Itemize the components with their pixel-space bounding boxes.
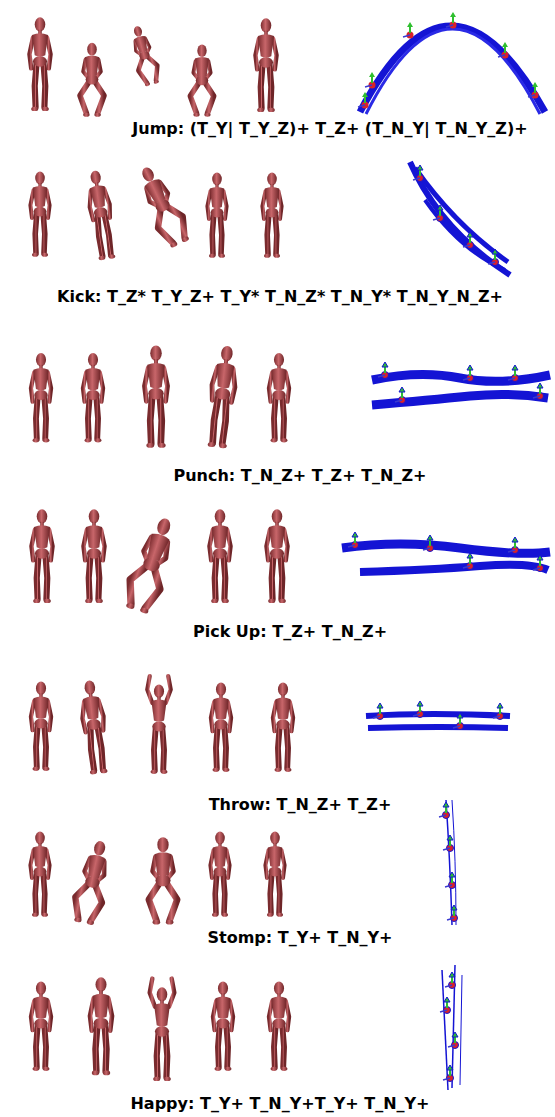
- kick-trajectory: [410, 162, 510, 275]
- motion-caption: Kick: T_Z* T_Y_Z+ T_Y* T_N_Z* T_N_Y* T_N…: [55, 287, 505, 307]
- happy-figures: [31, 977, 289, 1081]
- motion-caption: Punch: T_N_Z+ T_Z+ T_N_Z+: [171, 466, 428, 486]
- punch-figures: [31, 345, 289, 449]
- motion-caption: Stomp: T_Y+ T_N_Y+: [205, 928, 394, 948]
- happy-trajectory: [440, 965, 462, 1090]
- motion-caption: Happy: T_Y+ T_N_Y+T_Y+ T_N_Y+: [128, 1094, 431, 1114]
- pickup-figures: [31, 509, 287, 615]
- throw-figures: [31, 676, 293, 775]
- stomp-trajectory: [439, 800, 458, 925]
- punch-trajectory: [372, 362, 550, 405]
- motion-caption: Pick Up: T_Z+ T_N_Z+: [191, 622, 389, 642]
- throw-trajectory: [366, 701, 510, 730]
- pickup-trajectory: [342, 532, 550, 572]
- stomp-figures: [30, 832, 284, 927]
- motion-caption: Throw: T_N_Z+ T_Z+: [207, 795, 394, 815]
- jump-figures: [29, 17, 276, 116]
- motion-caption: Jump: (T_Y| T_Y_Z)+ T_Z+ (T_N_Y| T_N_Y_Z…: [130, 119, 529, 139]
- kick-figures: [30, 162, 281, 261]
- jump-trajectory: [358, 12, 545, 114]
